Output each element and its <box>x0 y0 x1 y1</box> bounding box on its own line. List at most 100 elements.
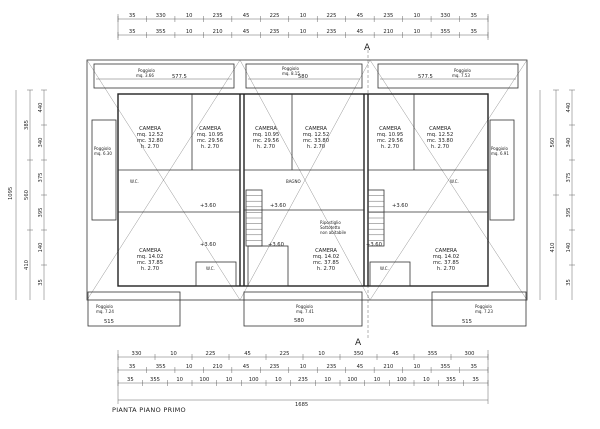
dims-top-row2-0: 35 <box>129 29 136 35</box>
top-balconies: Poggiolo mq. 3.66 577.5 Poggiolo mq. 8.1… <box>93 63 519 89</box>
room-0-h: h. 2.70 <box>141 144 159 150</box>
dims-bottom-row1-4: 225 <box>280 351 290 357</box>
dims-bottom-row1-3: 45 <box>244 351 251 357</box>
dims-top-row2-5: 235 <box>270 29 280 35</box>
closet-note-1: Ripostiglio <box>320 220 341 225</box>
dims-bottom-row2-12: 35 <box>470 364 477 370</box>
dims-top-row2-11: 355 <box>440 29 450 35</box>
dims-bottom-row1-2: 225 <box>206 351 216 357</box>
room-1-name: CAMERA <box>199 126 221 132</box>
dims-bottom-row3-6: 10 <box>275 377 282 383</box>
dims-bottom-row3-9: 100 <box>347 377 357 383</box>
level-marks: +3.60 +3.60 +3.60 +3.60 +3.60 +3.60 <box>200 203 408 248</box>
dims-top-row1-1: 330 <box>156 13 166 19</box>
dims-bottom-row3-5: 100 <box>249 377 259 383</box>
balcony-top-2-name: Poggiolo <box>282 66 299 71</box>
staircases <box>245 189 385 247</box>
room-7-h: h. 2.70 <box>317 266 335 272</box>
dims-top-row2-9: 210 <box>383 29 393 35</box>
dims-bottom-row3-0: 35 <box>127 377 134 383</box>
room-6-area: mq. 14.02 <box>137 254 164 260</box>
room-2-area: mq. 10.95 <box>253 132 280 138</box>
wc-label-1: W.C. <box>130 179 139 184</box>
closet-note-2: Sottotetto <box>320 225 341 230</box>
balcony-top-1-area: mq. 3.66 <box>136 73 154 78</box>
room-2-name: CAMERA <box>255 126 277 132</box>
dims-top-row2-3: 210 <box>213 29 223 35</box>
wc-label-3: W.C. <box>206 266 215 271</box>
room-0-name: CAMERA <box>139 126 161 132</box>
balcony-bottom-1-name: Poggiolo <box>96 304 113 309</box>
wc-label-2: W.C. <box>450 179 459 184</box>
dims-bottom-row2-3: 210 <box>213 364 223 370</box>
dims-right-inner-5: 35 <box>566 279 572 286</box>
dims-bottom-row2-10: 10 <box>414 364 421 370</box>
room-7-vol: mc. 37.85 <box>313 260 339 266</box>
balcony-top-3-width: 577.5 <box>418 74 433 80</box>
dims-bottom-row3-7: 235 <box>298 377 308 383</box>
room-1-area: mq. 10.95 <box>197 132 224 138</box>
dims-top-row1-6: 10 <box>300 13 307 19</box>
room-7-area: mq. 14.02 <box>313 254 340 260</box>
room-4-name: CAMERA <box>379 126 401 132</box>
dims-right-mid-0: 560 <box>550 138 556 148</box>
section-mark-top: A <box>364 43 371 53</box>
dims-left-inner-5: 35 <box>38 279 44 286</box>
dims-bottom-row1-5: 10 <box>318 351 325 357</box>
dims-right-inner-0: 440 <box>566 103 572 113</box>
level-mark-6: +3.60 <box>366 242 382 248</box>
dims-bottom-row3-1: 355 <box>150 377 160 383</box>
dims-top-row1-12: 35 <box>470 13 477 19</box>
balcony-bottom-3-name: Poggiolo <box>475 304 492 309</box>
room-5-h: h. 2.70 <box>431 144 449 150</box>
dims-right-mid-1: 410 <box>550 243 556 253</box>
side-balconies: Poggiolo mq. 6.30 Poggiolo mq. 6.91 <box>91 119 515 221</box>
dims-top-row2-8: 45 <box>357 29 364 35</box>
balcony-side-2-area: mq. 6.91 <box>491 151 509 156</box>
room-2-vol: mc. 29.56 <box>253 138 279 144</box>
room-5-vol: mc. 33.80 <box>427 138 453 144</box>
dims-bottom-row3-10: 10 <box>374 377 381 383</box>
room-7-name: CAMERA <box>315 248 337 254</box>
dims-top-row2-10: 10 <box>414 29 421 35</box>
building-walls <box>117 93 489 287</box>
dims-top-row1-5: 225 <box>270 13 280 19</box>
drawing-title: PIANTA PIANO PRIMO <box>112 406 186 414</box>
dims-left-mid-2: 410 <box>24 260 30 270</box>
room-5-area: mq. 12.52 <box>427 132 454 138</box>
dims-bottom-row1-6: 350 <box>354 351 364 357</box>
dim-left-total: 1095 <box>8 187 14 200</box>
dims-top-row1-2: 10 <box>186 13 193 19</box>
balcony-top-3-name: Poggiolo <box>454 68 471 73</box>
dims-top-row1-4: 45 <box>243 13 250 19</box>
dims-bottom-row3-14: 35 <box>472 377 479 383</box>
bagno-label-1: BAGNO <box>286 179 301 184</box>
dims-top-row1-8: 45 <box>357 13 364 19</box>
room-3-h: h. 2.70 <box>307 144 325 150</box>
dims-bottom-row3-11: 100 <box>397 377 407 383</box>
dims-right-inner-2: 375 <box>566 173 572 183</box>
level-mark-4: +3.60 <box>268 242 284 248</box>
balcony-bottom-3-area: mq. 7.23 <box>475 309 493 314</box>
level-mark-5: +3.60 <box>392 203 408 209</box>
dims-bottom-row2-6: 10 <box>300 364 307 370</box>
balcony-top-2-width: 580 <box>298 74 308 80</box>
level-mark-3: +3.60 <box>270 203 286 209</box>
dims-bottom-row2-5: 235 <box>270 364 280 370</box>
dims-left-inner-3: 395 <box>38 208 44 218</box>
dims-right-inner-3: 395 <box>566 208 572 218</box>
room-0-vol: mc. 32.80 <box>137 138 163 144</box>
dims-left-mid-0: 385 <box>24 120 30 130</box>
dims-top-row2-2: 10 <box>186 29 193 35</box>
room-3-area: mq. 12.52 <box>303 132 330 138</box>
dims-top-row2-7: 235 <box>327 29 337 35</box>
dims-left-inner-4: 140 <box>38 243 44 253</box>
dims-top-row1-10: 10 <box>414 13 421 19</box>
dims-left-mid-1: 560 <box>24 190 30 200</box>
dims-left-inner-0: 440 <box>38 103 44 113</box>
room-2-h: h. 2.70 <box>257 144 275 150</box>
balcony-side-1-area: mq. 6.30 <box>94 151 112 156</box>
wc-label-4: W.C. <box>380 266 389 271</box>
dims-top-row2-12: 35 <box>470 29 477 35</box>
